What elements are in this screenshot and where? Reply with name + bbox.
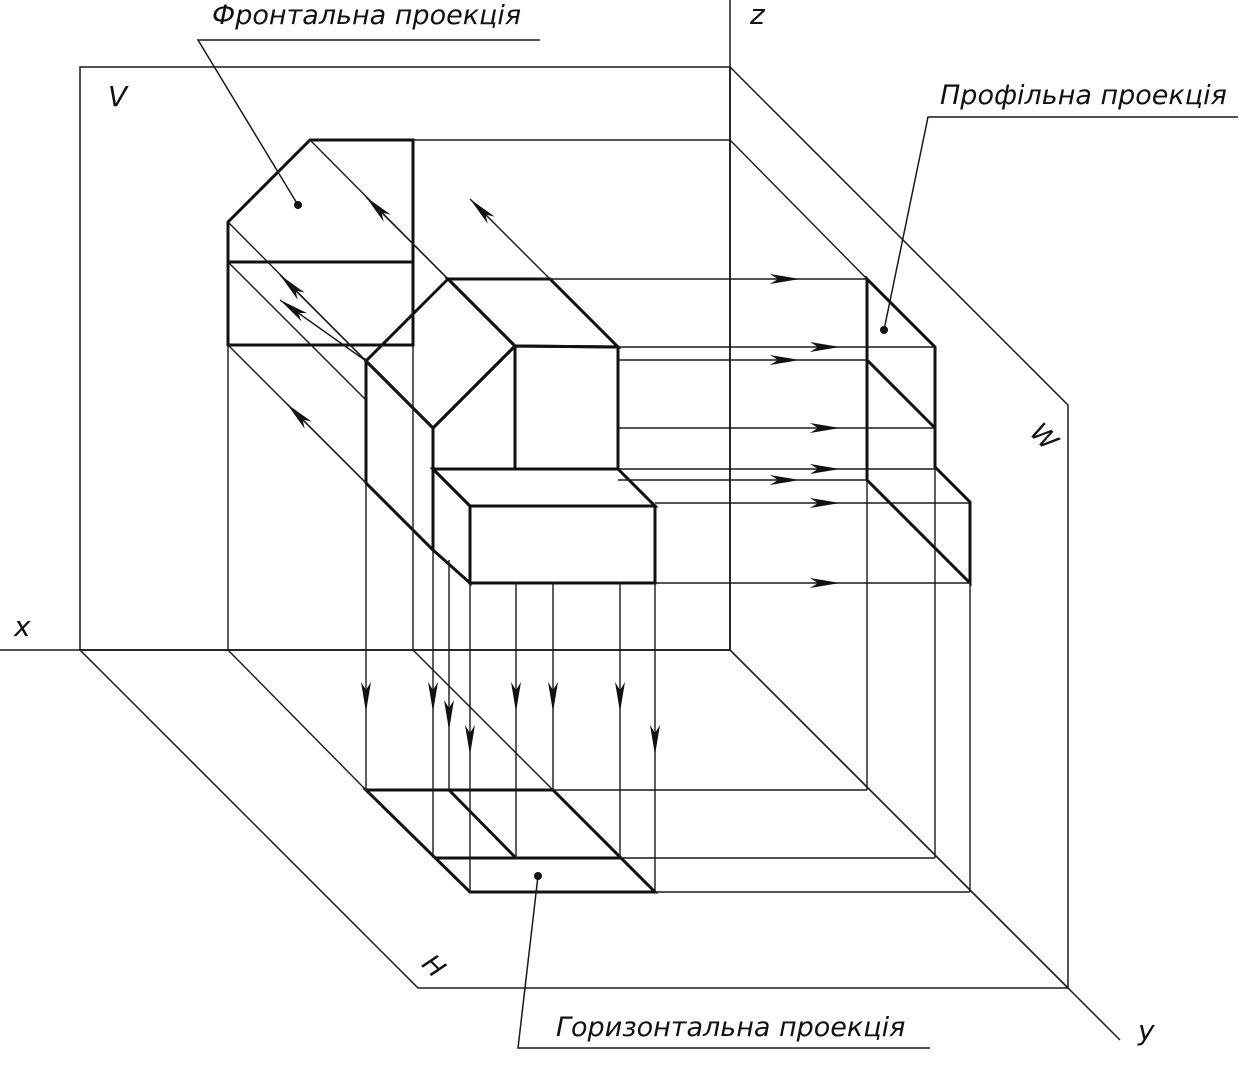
profile-projection bbox=[865, 275, 972, 587]
leader-horizontal bbox=[517, 875, 930, 1049]
label-profile-projection: Профільна проекція bbox=[940, 80, 1227, 111]
axis-y-line bbox=[1067, 987, 1121, 1041]
object-3d bbox=[363, 276, 659, 587]
frontal-plane-v bbox=[79, 66, 731, 651]
frontal-projection-shape bbox=[226, 138, 415, 347]
label-plane-v: V bbox=[108, 80, 129, 113]
profile-projection-edge-upper bbox=[865, 358, 937, 430]
horizontal-projection-edge-2 bbox=[447, 788, 518, 860]
object-left-wall bbox=[364, 357, 435, 554]
label-horizontal-projection: Горизонтальна проекція bbox=[556, 1012, 905, 1043]
label-frontal-projection: Фронтальна проекція bbox=[212, 0, 521, 31]
horizontal-plane-h bbox=[78, 649, 1070, 989]
projection-lines bbox=[227, 139, 971, 893]
label-axis-y: y bbox=[1137, 1014, 1155, 1047]
leader-frontal bbox=[196, 39, 540, 206]
projection-planes bbox=[0, 0, 1121, 1041]
leader-profile bbox=[883, 116, 1238, 331]
label-plane-w: W bbox=[1024, 418, 1064, 458]
leader-frontal-dot bbox=[294, 201, 302, 209]
horizontal-projection-shape bbox=[362, 788, 659, 894]
object-roof-left bbox=[363, 276, 518, 431]
label-axis-x: x bbox=[13, 610, 31, 643]
object-step-front bbox=[468, 504, 657, 585]
object-step-top bbox=[429, 467, 659, 508]
horizontal-projection bbox=[362, 788, 659, 894]
label-axis-z: z bbox=[749, 0, 766, 31]
profile-plane-w bbox=[729, 65, 1069, 990]
object-roof-right bbox=[444, 277, 622, 349]
object-front-wall bbox=[431, 344, 620, 471]
profile-projection-shape bbox=[865, 275, 972, 587]
leader-profile-dot bbox=[880, 326, 888, 334]
leader-horizontal-dot bbox=[534, 872, 542, 880]
frontal-projection bbox=[226, 138, 415, 347]
leader-lines bbox=[196, 39, 1238, 1049]
label-plane-h: H bbox=[416, 949, 451, 984]
text-labels: Фронтальна проекція Профільна проекція Г… bbox=[13, 0, 1227, 1047]
